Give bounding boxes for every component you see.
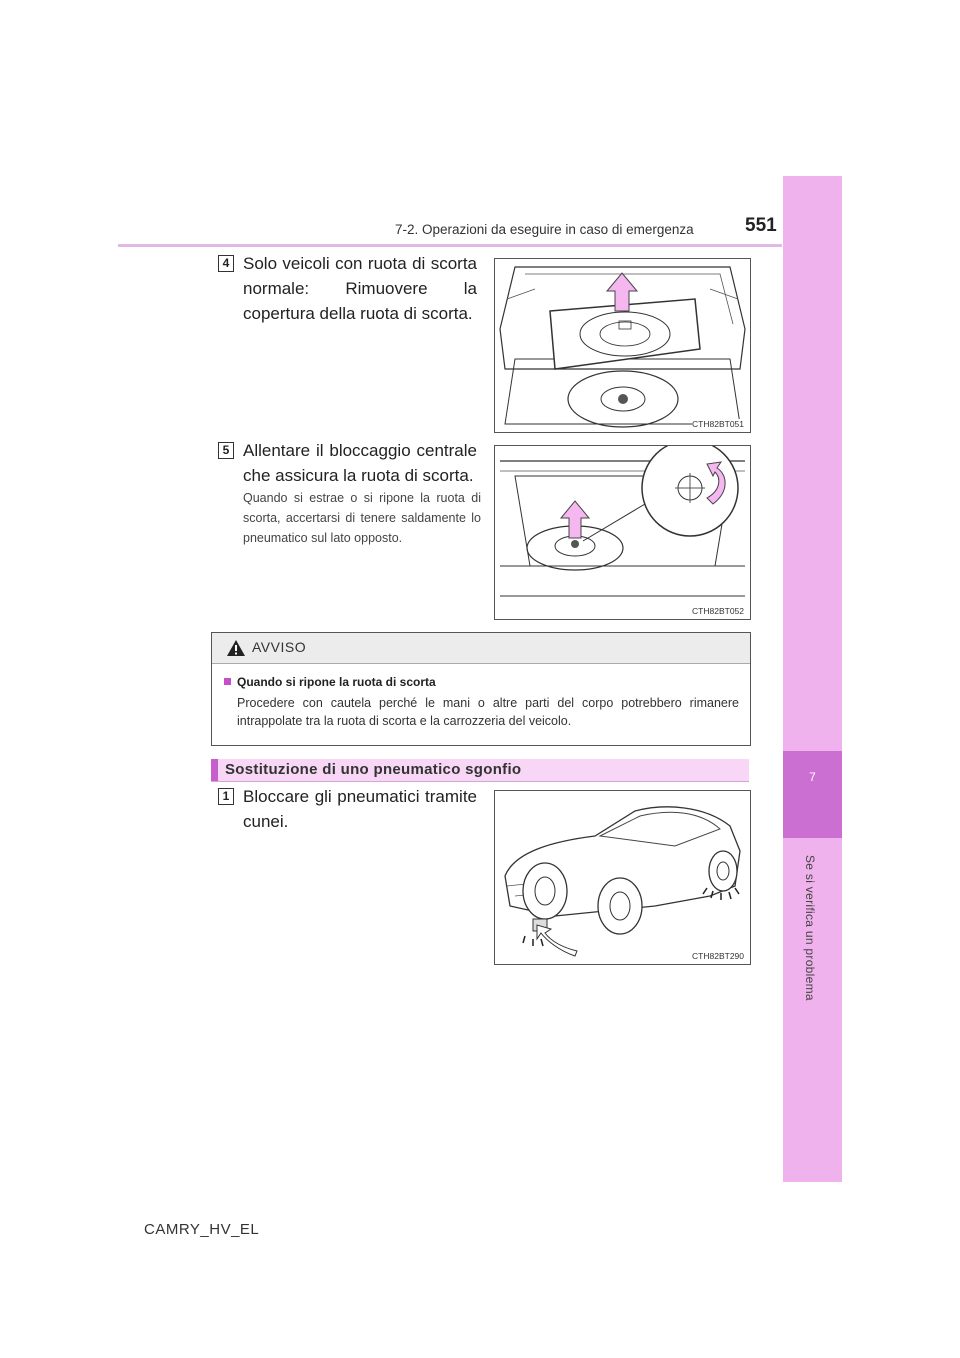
warning-title: AVVISO	[252, 639, 307, 655]
chapter-tab-highlight	[783, 751, 842, 838]
warning-heading: Quando si ripone la ruota di scorta	[224, 675, 436, 689]
warning-header: AVVISO	[212, 633, 750, 664]
warning-box: AVVISO Quando si ripone la ruota di scor…	[211, 632, 751, 746]
step-badge-4: 4	[218, 255, 234, 272]
figure-wheel-chocks: CTH82BT290	[494, 790, 751, 965]
trunk-cover-illustration	[499, 266, 746, 428]
header-title: 7-2. Operazioni da eseguire in caso di e…	[395, 222, 694, 237]
warning-triangle-icon	[227, 640, 245, 656]
chapter-number: 7	[809, 770, 816, 784]
step-4-text: Solo veicoli con ruota di scorta normale…	[243, 254, 477, 323]
page-number: 551	[745, 215, 777, 236]
figure-spare-cover: CTH82BT051	[494, 258, 751, 433]
step-badge-1: 1	[218, 788, 234, 805]
figure-spare-lock: CTH82BT052	[494, 445, 751, 620]
section-underline	[211, 781, 749, 782]
figure-code: CTH82BT051	[692, 419, 744, 429]
footer-model: CAMRY_HV_EL	[144, 1221, 260, 1238]
section-header: Sostituzione di uno pneumatico sgonfio	[211, 759, 749, 781]
step-badge-5: 5	[218, 442, 234, 459]
section-title: Sostituzione di uno pneumatico sgonfio	[225, 761, 522, 778]
spare-lock-illustration	[500, 446, 745, 597]
bullet-square-icon	[224, 678, 231, 685]
step-5-note: Quando si estrae o si ripone la ruota di…	[243, 491, 481, 545]
warning-body: Procedere con cautela perché le mani o a…	[237, 696, 739, 728]
chapter-side-tab	[783, 176, 842, 1182]
figure-code: CTH82BT290	[692, 951, 744, 961]
step-1-text: Bloccare gli pneumatici tramite cunei.	[243, 787, 477, 831]
warning-heading-text: Quando si ripone la ruota di scorta	[237, 675, 436, 689]
header-rule	[118, 244, 782, 247]
car-chocks-illustration	[504, 806, 741, 957]
section-accent	[211, 759, 218, 781]
figure-code: CTH82BT052	[692, 606, 744, 616]
chapter-label: Se si verifica un problema	[803, 855, 817, 1001]
step-5-text: Allentare il bloccaggio centrale che ass…	[243, 441, 477, 485]
